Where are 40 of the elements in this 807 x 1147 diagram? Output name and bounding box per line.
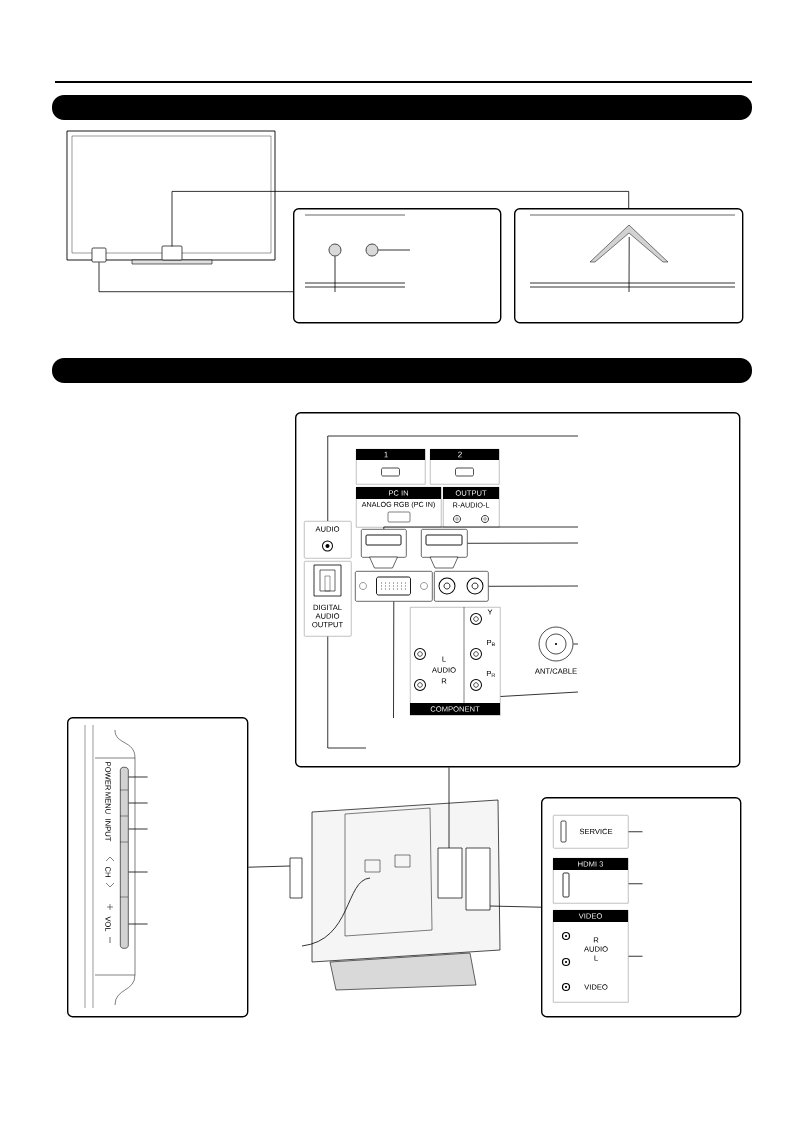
panel-header: 1 <box>356 449 425 460</box>
leader-line <box>128 828 148 830</box>
vga-connector <box>355 571 433 602</box>
leader-line <box>383 526 579 530</box>
leader-line <box>467 542 579 544</box>
terminal-panel <box>295 412 741 768</box>
leader-line <box>628 831 643 833</box>
leader-line <box>572 643 579 645</box>
leader-line <box>171 191 630 247</box>
leader-line <box>327 435 579 522</box>
leader-line <box>248 865 291 868</box>
leader-line <box>628 883 643 885</box>
leader-line <box>128 871 148 873</box>
leader-line <box>128 802 148 804</box>
leader-line <box>334 255 336 293</box>
leader-line <box>448 767 450 849</box>
sensor-window <box>365 243 379 257</box>
hdmi-plug <box>361 529 407 569</box>
panel-header: 2 <box>430 449 499 460</box>
leader-line <box>393 601 395 719</box>
leader-line <box>500 691 579 697</box>
inset-panel <box>514 208 744 324</box>
illumination-chevron <box>589 224 669 263</box>
indicator-lamp <box>328 243 342 257</box>
inset-panel <box>293 208 502 324</box>
terminal-panel <box>541 797 742 1018</box>
leader-line <box>628 236 630 293</box>
tv-rear-drawing <box>289 799 501 991</box>
leader-line <box>488 585 579 587</box>
hdmi-plug <box>421 529 468 569</box>
leader-line <box>628 955 643 957</box>
leader-line <box>128 776 148 778</box>
audio-jacks <box>434 571 489 602</box>
leader-line <box>327 636 367 749</box>
leader-line <box>489 905 542 908</box>
leader-line <box>377 249 411 251</box>
button-panel <box>67 717 249 1018</box>
leader-line <box>128 923 148 925</box>
leader-line <box>98 262 294 293</box>
tv-front-drawing <box>66 130 276 265</box>
